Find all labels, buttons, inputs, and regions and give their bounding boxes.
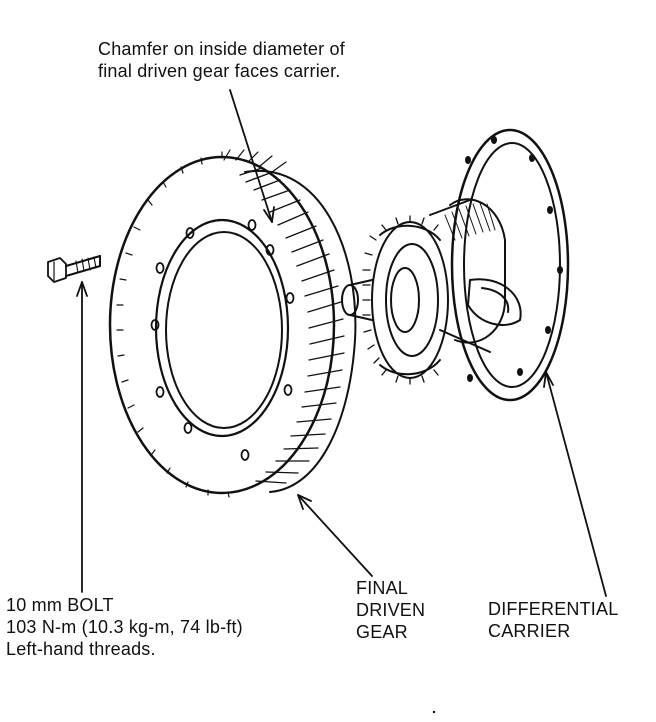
carrier-label-line-2: CARRIER	[488, 621, 571, 641]
final-driven-gear	[108, 149, 357, 498]
bolt-label-line-3: Left-hand threads.	[6, 639, 156, 659]
gear-label-line-1: FINAL	[356, 578, 409, 598]
bolt	[47, 255, 101, 283]
gear-label: FINAL DRIVEN GEAR	[356, 577, 425, 643]
differential-carrier	[341, 128, 570, 402]
carrier-label: DIFFERENTIAL CARRIER	[488, 598, 618, 642]
gear-label-line-2: DRIVEN	[356, 600, 426, 620]
carrier-label-line-1: DIFFERENTIAL	[488, 599, 619, 619]
chamfer-note: Chamfer on inside diameter of final driv…	[98, 38, 345, 82]
bolt-label-line-2: 103 N-m (10.3 kg-m, 74 lb-ft)	[6, 617, 243, 637]
gear-label-line-3: GEAR	[356, 622, 408, 642]
bolt-label: 10 mm BOLT 103 N-m (10.3 kg-m, 74 lb-ft)…	[6, 594, 243, 660]
chamfer-note-line-1: Chamfer on inside diameter of	[98, 39, 345, 59]
chamfer-note-line-2: final driven gear faces carrier.	[98, 61, 341, 81]
bolt-label-line-1: 10 mm BOLT	[6, 595, 114, 615]
leader-lines	[76, 89, 607, 597]
